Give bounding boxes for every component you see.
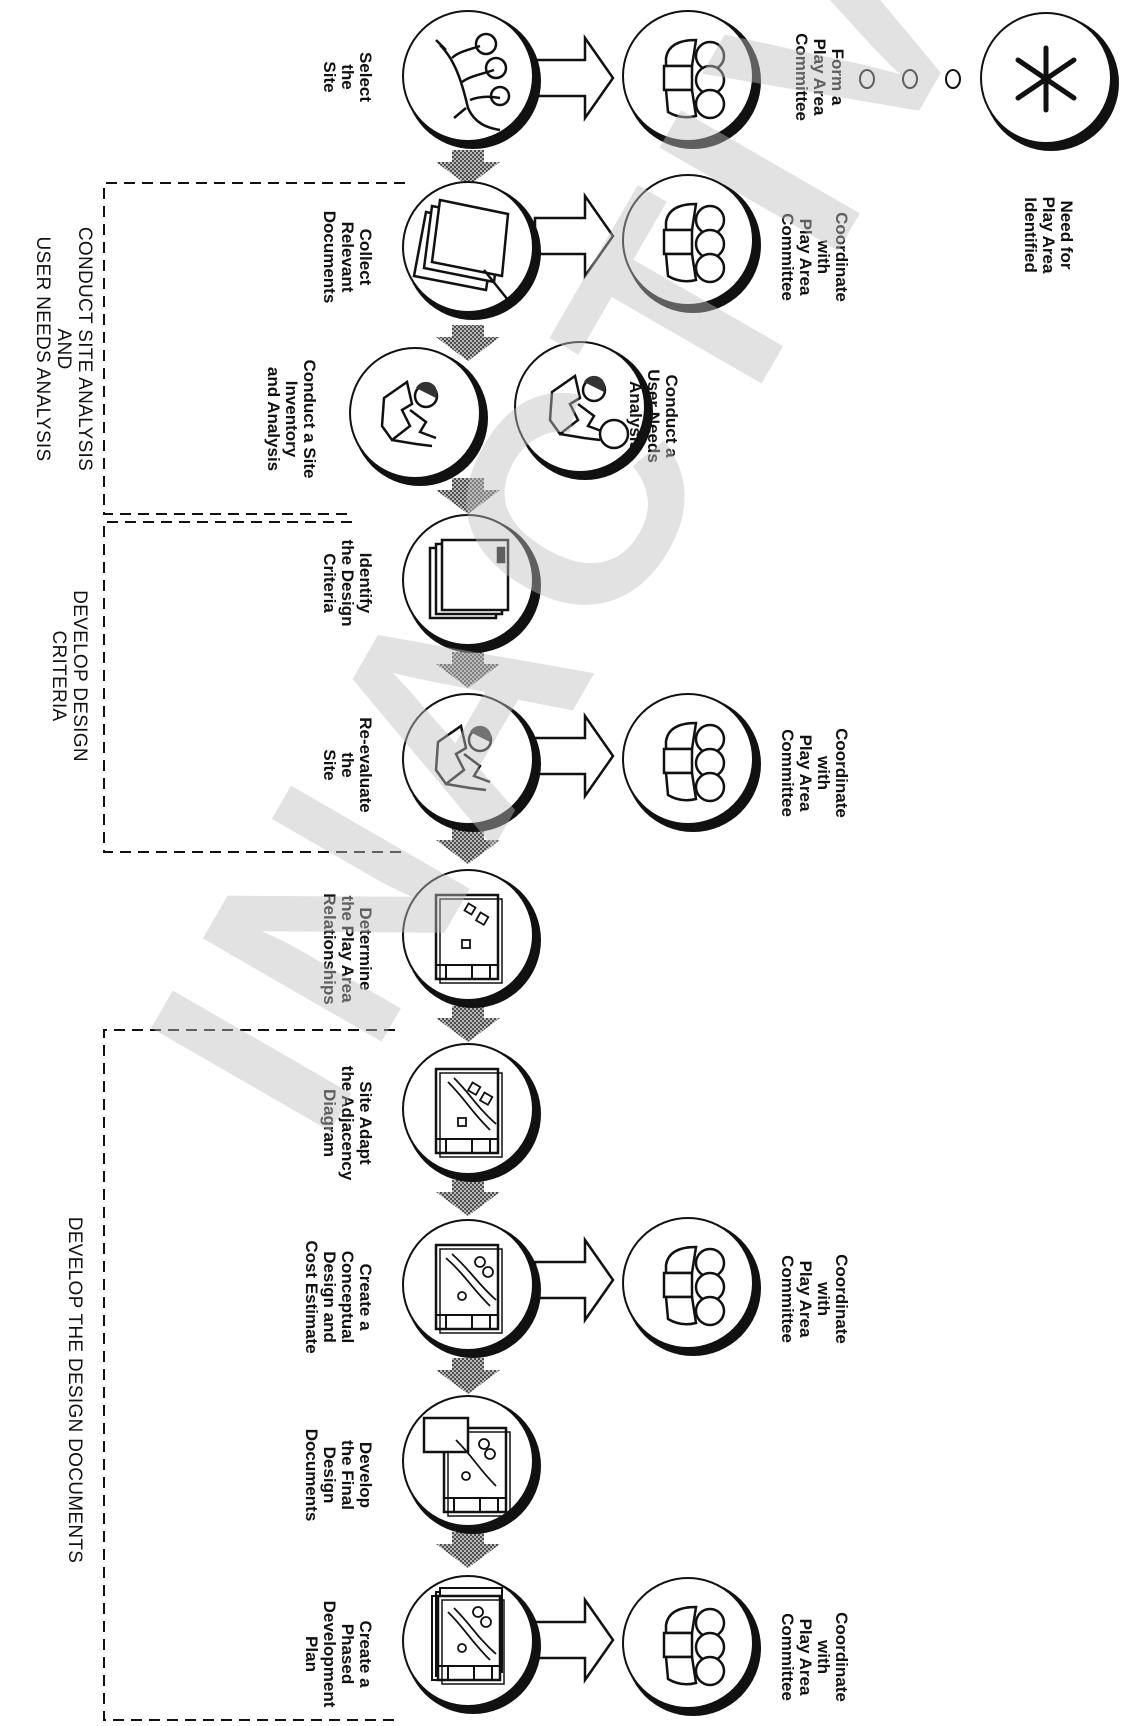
step-design-criteria-label: Identify the Design Criteria bbox=[320, 539, 375, 627]
asterisk-icon bbox=[1015, 45, 1077, 113]
step-final-docs-label: Develop the Final Design Documents bbox=[302, 1428, 375, 1522]
tree-icon bbox=[435, 32, 511, 132]
final-design-plan-icon bbox=[422, 1416, 512, 1518]
phase-bracket-design-criteria bbox=[103, 521, 405, 853]
ellipsis-connector bbox=[859, 69, 961, 89]
conceptual-plan-icon bbox=[434, 1243, 504, 1335]
step-site-inventory-label: Conduct a Site Inventory and Analysis bbox=[264, 359, 319, 479]
step-coordinate-2-label: Coordinate with Play Area Committee bbox=[778, 728, 851, 818]
step-coordinate-4-label: Coordinate with Play Area Committee bbox=[778, 1612, 851, 1702]
step-select-site-label: Select the Site bbox=[320, 51, 375, 103]
phase-site-analysis-label: CONDUCT SITE ANALYSIS AND USER NEEDS ANA… bbox=[32, 226, 95, 472]
step-relationships-label: Determine the Play Area Relationships bbox=[320, 893, 375, 1005]
step-need-label: Need for Play Area Identified bbox=[1021, 196, 1076, 274]
documents-icon bbox=[412, 198, 510, 301]
phase-design-documents-label: DEVELOP THE DESIGN DOCUMENTS bbox=[64, 1216, 85, 1564]
criteria-document-icon bbox=[428, 538, 510, 620]
right-arrows bbox=[533, 34, 615, 1684]
step-conceptual-label: Create a Conceptual Design and Cost Esti… bbox=[302, 1240, 375, 1354]
step-coordinate-3-label: Coordinate with Play Area Committee bbox=[778, 1254, 851, 1344]
spine-arrows bbox=[436, 150, 500, 1568]
phased-plan-icon bbox=[431, 1587, 506, 1686]
step-phased-plan-label: Create a Phased Development Plan bbox=[302, 1600, 375, 1708]
step-collect-docs-label: Collect Relevant Documents bbox=[320, 210, 375, 304]
phase-design-criteria-label: DEVELOP DESIGN CRITERIA bbox=[48, 590, 90, 762]
step-reevaluate-label: Re-evaluate the Site bbox=[320, 717, 375, 813]
phase-bracket-site-analysis bbox=[103, 182, 405, 515]
relationships-plan-icon bbox=[434, 893, 504, 985]
phase-bracket-design-documents bbox=[103, 1029, 395, 1721]
step-user-needs-label: Conduct a User Needs Analysis bbox=[626, 369, 681, 463]
step-coordinate-1-label: Coordinate with Play Area Committee bbox=[778, 212, 851, 302]
adjacency-plan-icon bbox=[434, 1067, 504, 1159]
step-form-committee-label: Form a Play Area Committee bbox=[792, 33, 847, 121]
step-adjacency-label: Site Adapt the Adjacency Diagram bbox=[320, 1065, 375, 1181]
